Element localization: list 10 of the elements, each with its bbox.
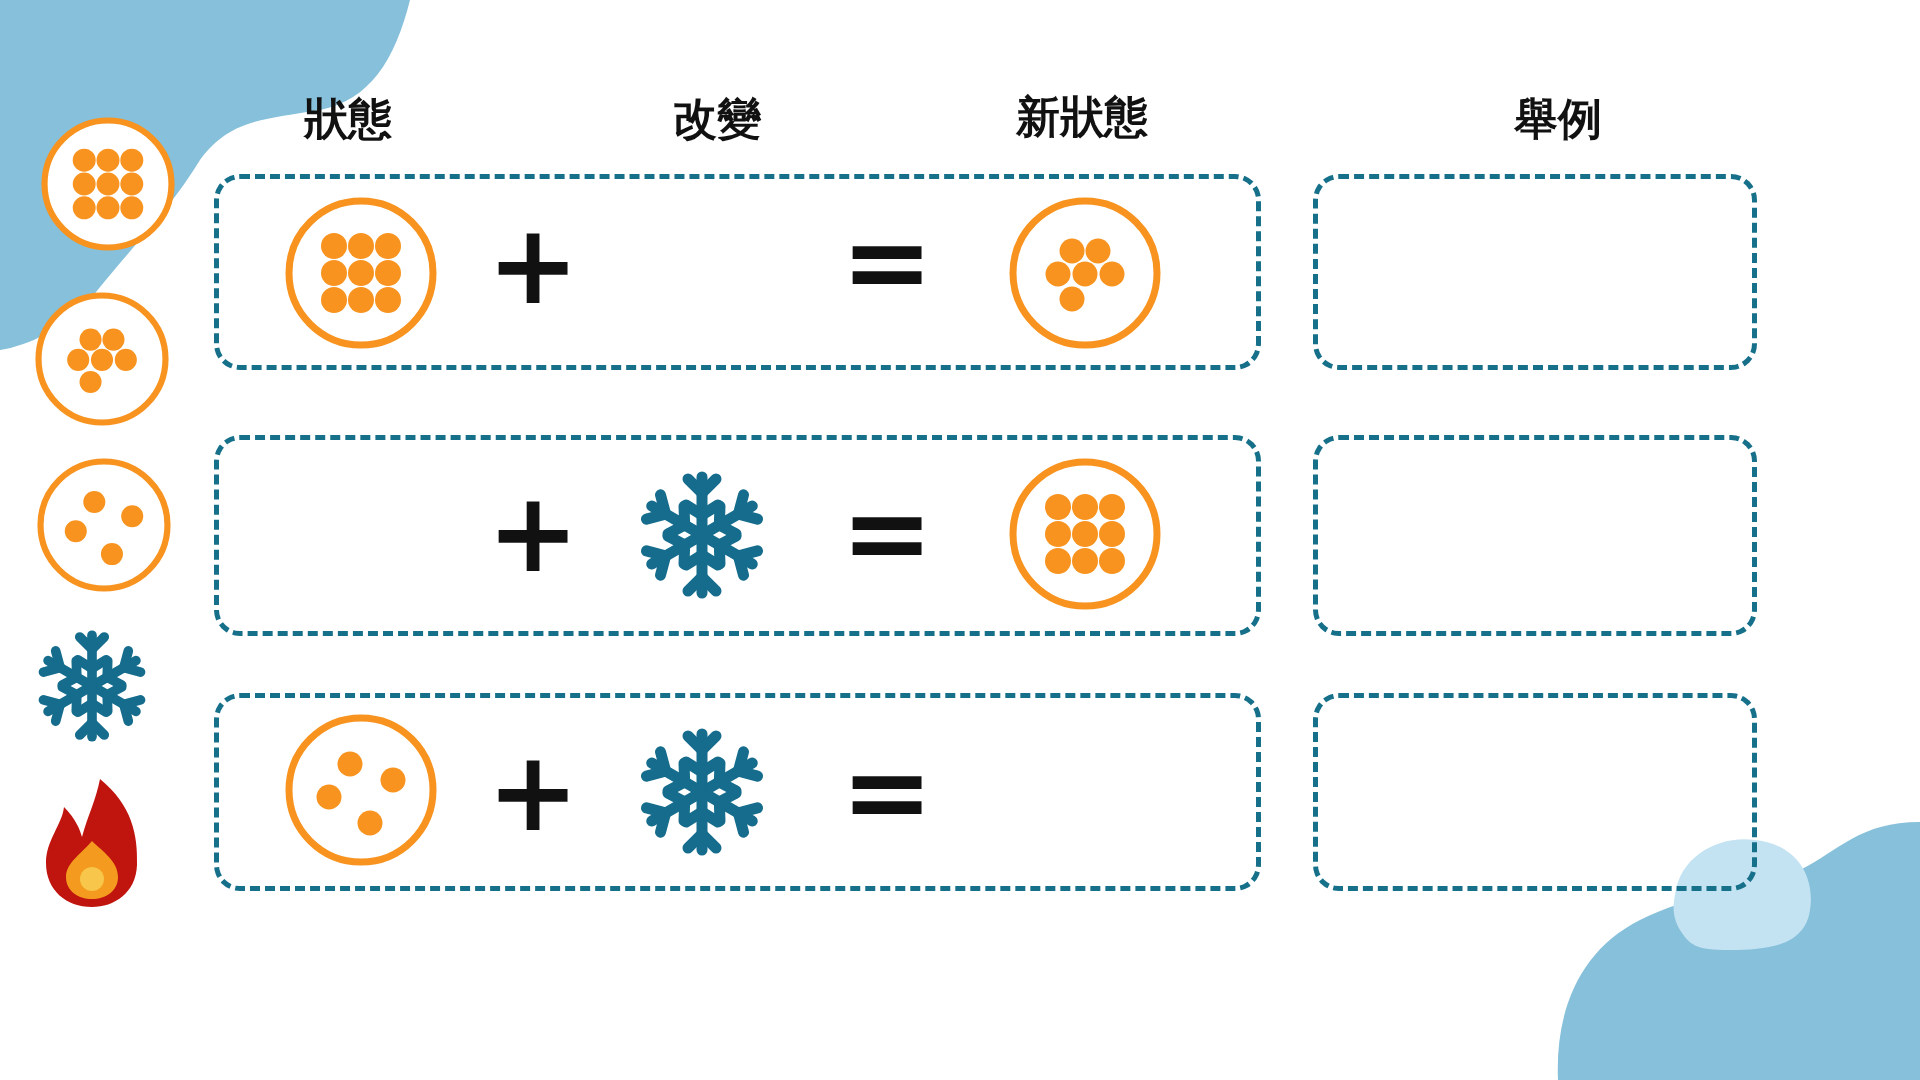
equals-sign: = [840, 737, 934, 847]
equals-sign: = [840, 207, 934, 317]
column-heading: 舉例 [1514, 97, 1602, 141]
plus-sign: + [486, 210, 580, 320]
dashed-box [1313, 693, 1757, 891]
dashed-box [1313, 435, 1757, 636]
equals-sign: = [840, 478, 934, 588]
plus-sign: + [486, 478, 580, 588]
dashed-box [1313, 174, 1757, 370]
plus-sign: + [486, 737, 580, 847]
